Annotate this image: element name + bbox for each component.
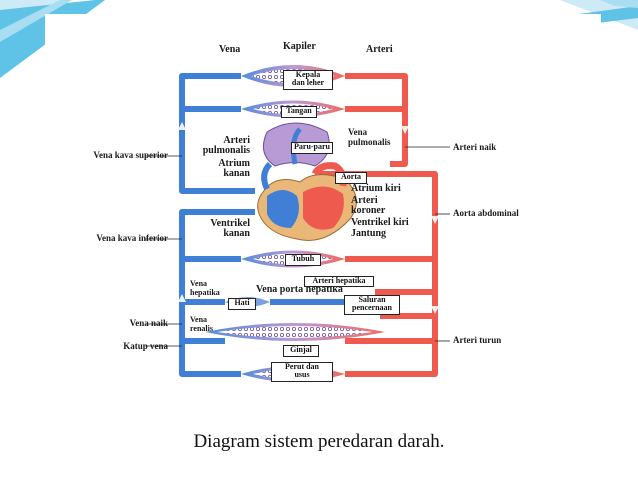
label-vena-hepatika-1: Vena <box>190 280 207 288</box>
organ-ginjal: Ginjal <box>283 345 319 357</box>
label-vena-hepatika-2: hepatika <box>190 289 220 297</box>
label-vena-renalis-1: Vena <box>190 316 207 324</box>
label-vena-naik: Vena naik <box>60 319 168 328</box>
organ-aorta: Aorta <box>335 172 367 184</box>
organ-saluran-pencernaan: Saluran pencernaan <box>344 295 400 315</box>
label-jantung: Jantung <box>351 229 386 239</box>
organ-kepala-leher: Kepala dan leher <box>283 70 333 90</box>
label-vena-renalis-2: renalis <box>190 325 213 333</box>
label-arteri-turun: Arteri turun <box>453 336 501 345</box>
label-arteri-koroner-2: koroner <box>351 206 385 216</box>
label-ventrikel-kanan-2: kanan <box>190 229 250 239</box>
organ-kepala-line-2: dan leher <box>284 79 332 87</box>
organ-tangan: Tangan <box>281 106 317 118</box>
label-vena-kava-inferior: Vena kava inferior <box>60 234 168 243</box>
organ-arteri-hepatika: Arteri hepatika <box>304 276 374 287</box>
organ-paru-paru: Paru-paru <box>291 142 333 154</box>
label-aorta-abdominal: Aorta abdominal <box>453 209 519 218</box>
label-arteri-pulmonalis-2: pulmonalis <box>190 146 250 156</box>
label-vena-kava-superior: Vena kava superior <box>60 151 168 160</box>
label-arteri: Arteri <box>366 45 393 55</box>
label-arteri-naik: Arteri naik <box>453 143 496 152</box>
label-atrium-kiri: Atrium kiri <box>351 184 401 194</box>
organ-saluran-line-2: pencernaan <box>345 304 399 312</box>
label-kapiler: Kapiler <box>283 42 316 52</box>
organ-hati: Hati <box>228 298 256 310</box>
diagram-caption: Diagram sistem peredaran darah. <box>0 431 638 453</box>
label-katup-vena: Katup vena <box>60 342 168 351</box>
label-vena-pulmonalis-1: Vena <box>348 128 367 137</box>
label-vena: Vena <box>219 45 240 55</box>
organ-perut-line-2: usus <box>272 371 332 379</box>
organ-tubuh: Tubuh <box>285 254 321 266</box>
label-vena-pulmonalis-2: pulmonalis <box>348 138 391 147</box>
organ-perut-usus: Perut dan usus <box>271 362 333 382</box>
label-ventrikel-kiri: Ventrikel kiri <box>351 218 409 228</box>
label-atrium-kanan-2: kanan <box>190 169 250 179</box>
